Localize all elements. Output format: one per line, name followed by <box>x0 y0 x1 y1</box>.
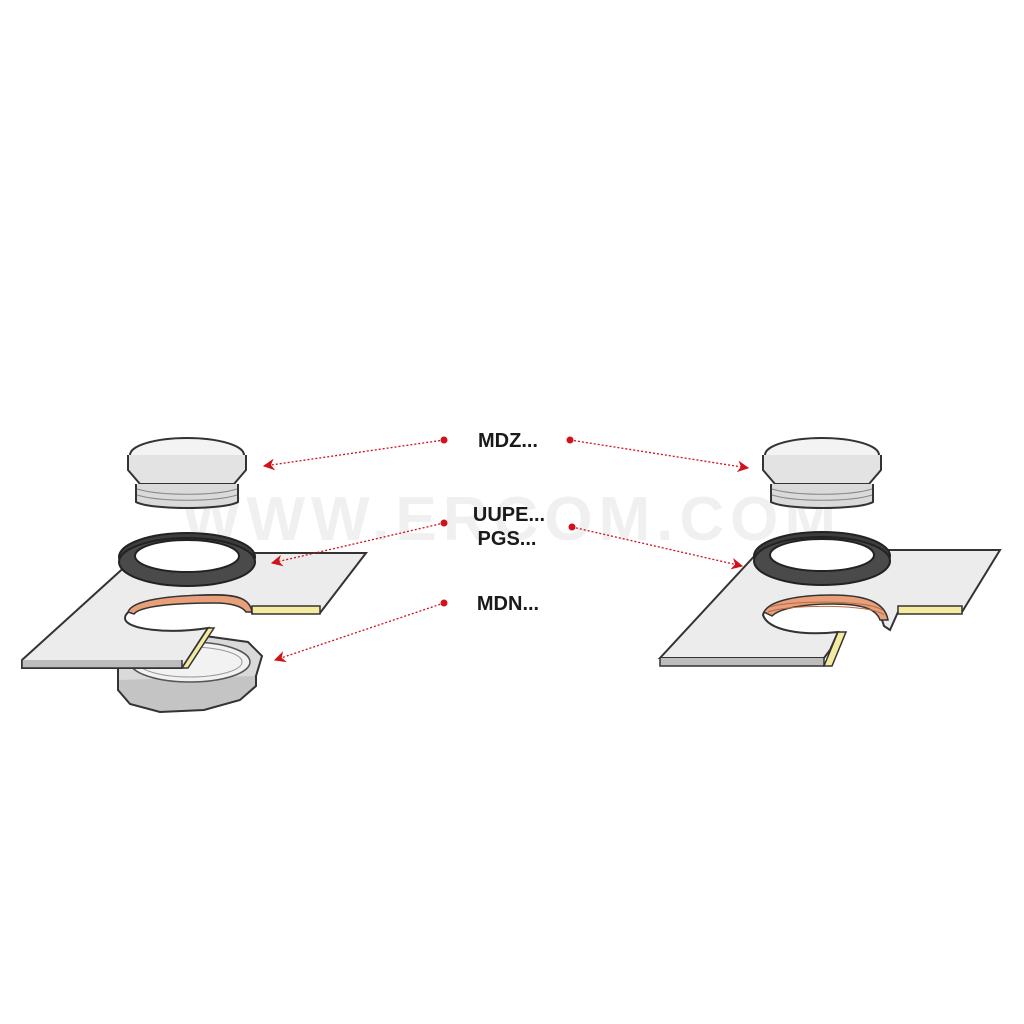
leader-mdz-left <box>262 439 445 471</box>
leader-mdn-left <box>273 602 445 663</box>
leader-gasket-left <box>270 522 445 567</box>
right-assembly <box>657 437 1002 667</box>
label-uupe: UUPE... <box>473 504 545 526</box>
leader-lines <box>262 439 750 663</box>
watermark: WWW.ERCOM.COM <box>182 485 842 554</box>
left-assembly <box>21 437 369 714</box>
sealing-gasket-icon <box>753 531 891 586</box>
leader-gasket-right <box>571 526 744 570</box>
label-pgs: PGS... <box>478 528 537 550</box>
threaded-hole-icon <box>762 594 889 621</box>
leader-dots <box>440 436 576 607</box>
leader-mdz-right <box>569 439 750 473</box>
sealing-gasket-icon <box>118 532 256 587</box>
sealing-cap-icon <box>127 437 247 509</box>
label-mdz: MDZ... <box>478 430 538 452</box>
mounting-plate-icon <box>657 549 1002 667</box>
sealing-cap-icon <box>762 437 882 509</box>
label-mdn: MDN... <box>477 593 539 615</box>
hole-edge-icon <box>127 594 253 615</box>
